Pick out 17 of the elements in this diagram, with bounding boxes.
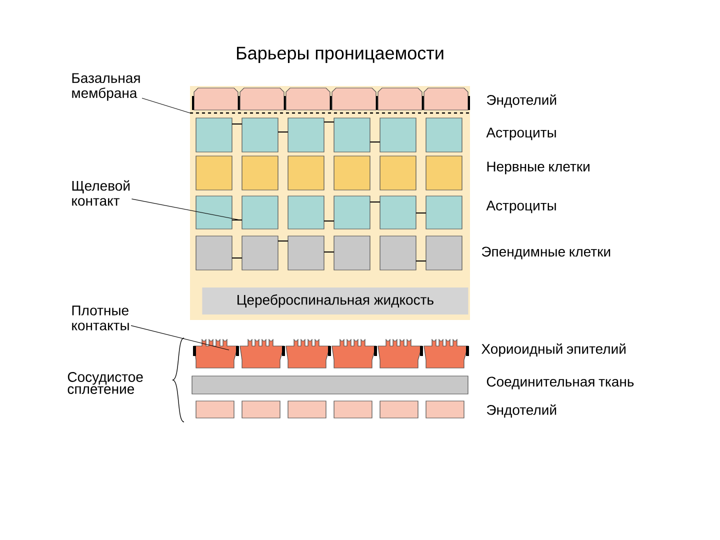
layer-label: Астроциты bbox=[486, 128, 556, 140]
layer-label: Сосудистое сплетение bbox=[68, 372, 143, 394]
callout-label: Щелевой контакт bbox=[72, 180, 130, 206]
callout-label: Базальная мембрана bbox=[72, 73, 140, 101]
leader-line bbox=[142, 98, 190, 114]
layer-label: Астроциты bbox=[486, 200, 556, 214]
layer-label: Эндотелий bbox=[486, 404, 556, 418]
layer-label: Эпендимные клетки bbox=[482, 246, 610, 260]
callout-label: Плотные контакты bbox=[72, 306, 129, 330]
title: Барьеры проницаемости bbox=[237, 46, 444, 64]
layer-label: Нервные клетки bbox=[487, 162, 590, 174]
layer-label: Эндотелий bbox=[486, 94, 556, 108]
leader-line bbox=[131, 198, 240, 220]
layer-label: Хориоидный эпителий bbox=[482, 343, 626, 357]
fluid-band: Цереброспинальная жидкость bbox=[202, 288, 468, 314]
layer-label: Соединительная ткань bbox=[486, 376, 634, 390]
leader-line bbox=[130, 325, 230, 350]
